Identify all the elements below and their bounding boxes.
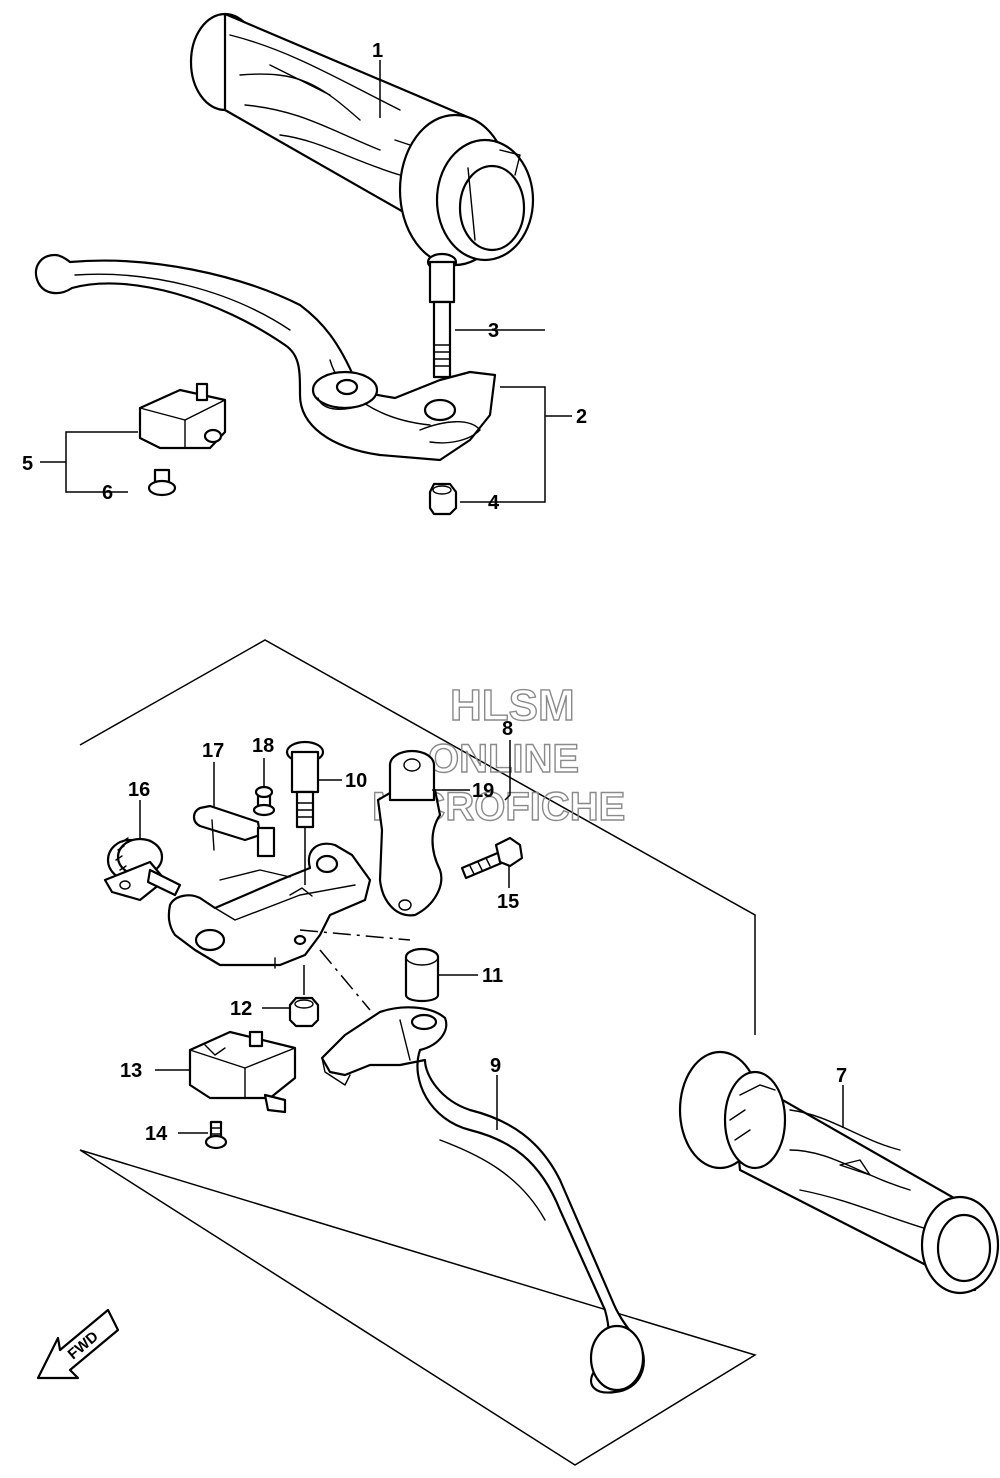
callout-14: 14 bbox=[145, 1123, 168, 1145]
part-3-pivot-bolt[interactable] bbox=[426, 252, 458, 379]
callout-10: 10 bbox=[345, 770, 367, 792]
part-15-bolt[interactable] bbox=[460, 836, 524, 880]
part-6-screw[interactable] bbox=[147, 468, 177, 497]
part-18-screw[interactable] bbox=[252, 785, 276, 817]
part-14-screw[interactable] bbox=[204, 1120, 228, 1150]
callout-19: 19 bbox=[472, 780, 494, 802]
part-13-clutch-switch[interactable] bbox=[188, 1030, 297, 1114]
part-8-lever-holder[interactable] bbox=[167, 749, 443, 969]
bracket-2 bbox=[460, 386, 546, 503]
part-16-adjuster[interactable] bbox=[103, 837, 182, 902]
part-1-throttle-grip[interactable] bbox=[189, 12, 535, 267]
part-7-left-grip[interactable] bbox=[678, 1050, 1000, 1295]
callout-8: 8 bbox=[502, 718, 513, 740]
part-12-nut[interactable] bbox=[288, 996, 320, 1028]
leader-8 bbox=[504, 740, 511, 801]
callout-15: 15 bbox=[497, 891, 519, 913]
alignment-lines bbox=[299, 929, 411, 1011]
part-2-brake-lever[interactable] bbox=[34, 253, 497, 462]
part-5-brake-switch[interactable] bbox=[138, 382, 227, 450]
callout-16: 16 bbox=[128, 779, 150, 801]
callout-11: 11 bbox=[482, 965, 503, 987]
callout-13: 13 bbox=[120, 1060, 142, 1082]
callout-1: 1 bbox=[372, 40, 383, 62]
callout-17: 17 bbox=[202, 740, 224, 762]
part-10-pivot-bolt[interactable] bbox=[285, 740, 325, 885]
svg-text:HLSM: HLSM bbox=[450, 681, 575, 730]
callout-2: 2 bbox=[576, 406, 587, 428]
callout-4: 4 bbox=[488, 492, 500, 514]
part-17-spring-plate[interactable] bbox=[192, 804, 276, 858]
callout-5: 5 bbox=[22, 453, 33, 475]
callout-6: 6 bbox=[102, 482, 113, 504]
part-11-bushing[interactable] bbox=[404, 947, 440, 1003]
callout-3: 3 bbox=[488, 320, 499, 342]
callout-7: 7 bbox=[836, 1065, 847, 1087]
callout-18: 18 bbox=[252, 735, 274, 757]
part-9-clutch-lever[interactable] bbox=[320, 1006, 645, 1394]
callout-9: 9 bbox=[490, 1055, 501, 1077]
callout-12: 12 bbox=[230, 998, 252, 1020]
svg-text:ONLINE: ONLINE bbox=[428, 737, 579, 781]
part-4-nut[interactable] bbox=[428, 482, 458, 516]
fwd-direction-arrow: FWD bbox=[36, 1308, 120, 1380]
